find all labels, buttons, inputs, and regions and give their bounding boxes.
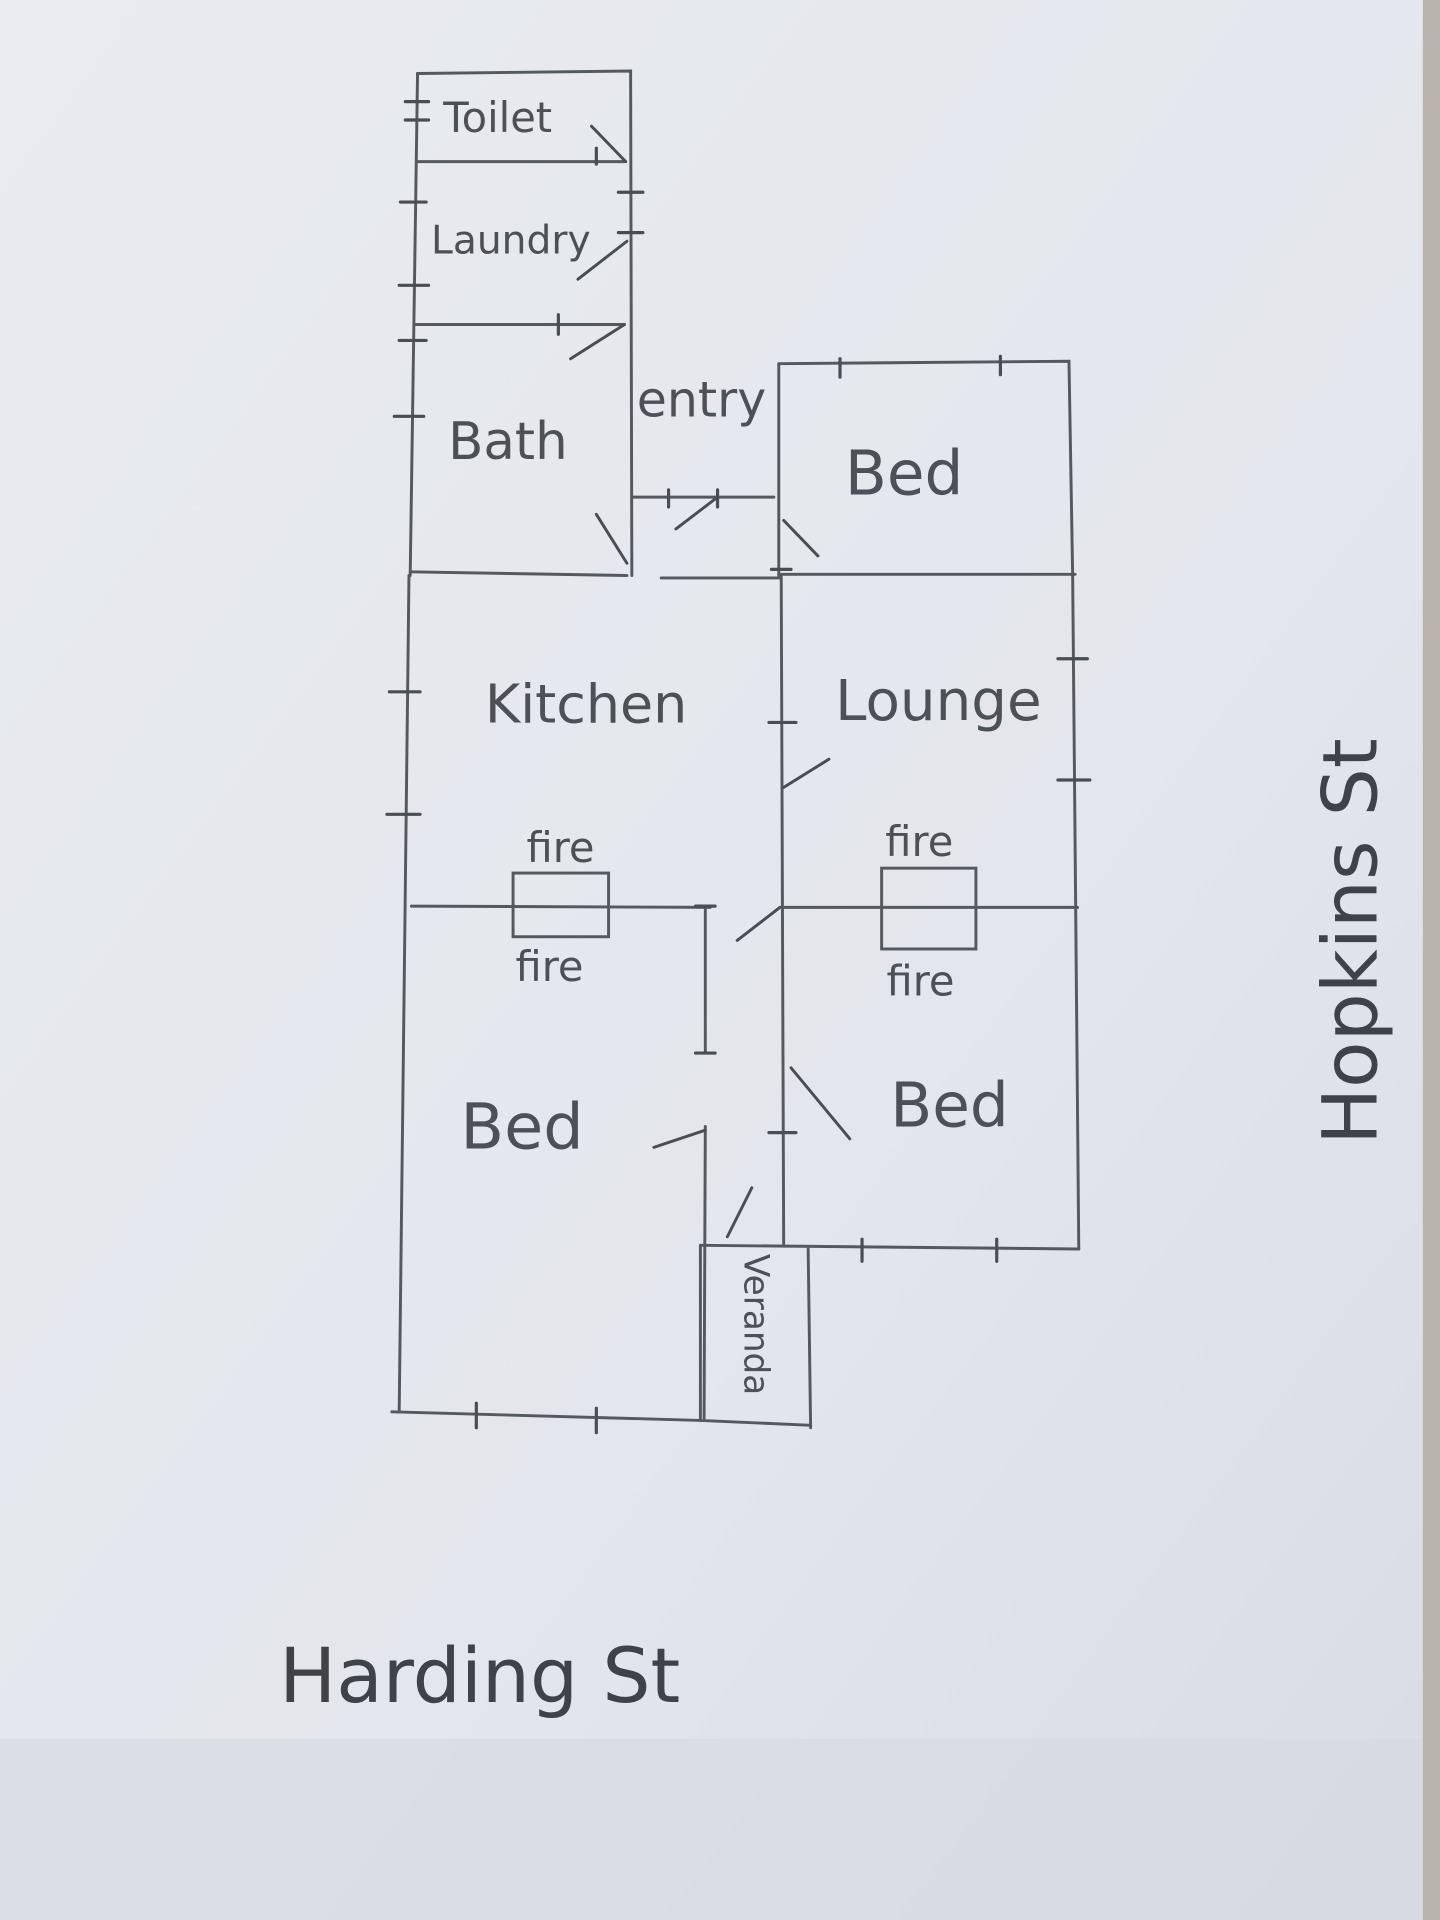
room-label-entry: entry [637, 371, 766, 428]
fire-label-bed-right: fire [887, 957, 955, 1006]
room-label-toilet: Toilet [442, 93, 552, 142]
room-label-laundry: Laundry [431, 218, 591, 263]
room-label-bed-top: Bed [845, 439, 964, 510]
fire-label-bed-left: fire [516, 942, 584, 991]
room-label-lounge: Lounge [835, 669, 1042, 734]
street-label-hopkins: Hopkins St [1306, 738, 1394, 1144]
walls [390, 69, 1081, 1430]
fireplace-left [511, 871, 611, 939]
room-label-veranda: Veranda [735, 1254, 775, 1395]
fire-label-kitchen: fire [527, 823, 595, 872]
room-label-bed-left: Bed [460, 1091, 583, 1165]
fireplace-right [880, 866, 978, 951]
room-label-kitchen: Kitchen [485, 672, 687, 735]
door-swings [569, 124, 852, 1239]
table-edge [1422, 0, 1440, 1920]
room-label-bath: Bath [448, 412, 568, 472]
paper-fold-shadow [0, 1738, 1423, 1920]
street-label-harding: Harding St [279, 1632, 680, 1720]
fire-label-lounge: fire [885, 817, 953, 866]
window-ticks [385, 100, 1092, 1435]
fireplaces [511, 866, 978, 951]
room-labels: Toilet Laundry Bath entry Bed Kitchen Lo… [431, 93, 1042, 1395]
room-label-bed-right: Bed [890, 1071, 1009, 1142]
